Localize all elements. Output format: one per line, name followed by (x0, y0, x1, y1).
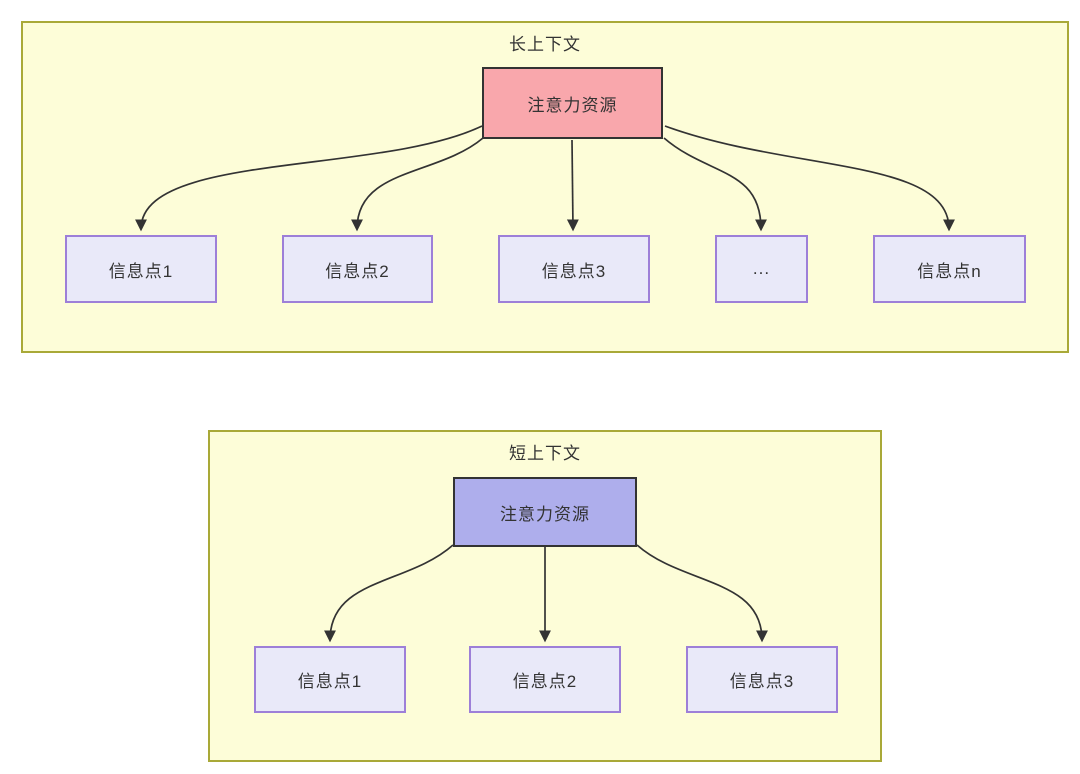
long-info-label-1: 信息点1 (108, 261, 174, 281)
long-info-node-2: 信息点2 (282, 235, 433, 303)
short-info-node-2: 信息点2 (469, 646, 621, 713)
short-info-node-3: 信息点3 (686, 646, 838, 713)
short-info-label-2: 信息点2 (512, 672, 578, 691)
long-info-label-ellipsis: ... (752, 259, 771, 278)
long-info-label-3: 信息点3 (541, 261, 607, 281)
long-info-label-2: 信息点2 (325, 261, 390, 281)
short-info-node-1: 信息点1 (254, 646, 406, 713)
long-info-node-1: 信息点1 (65, 235, 217, 303)
short-context-title: 短上下文 (509, 444, 581, 463)
long-attention-label: 注意力资源 (527, 95, 618, 115)
short-info-label-1: 信息点1 (297, 672, 363, 691)
short-attention-node: 注意力资源 (453, 477, 637, 547)
long-context-title: 长上下文 (509, 35, 581, 54)
short-info-label-3: 信息点3 (729, 672, 795, 691)
long-info-node-ellipsis: ... (715, 235, 808, 303)
long-info-node-3: 信息点3 (498, 235, 650, 303)
long-info-label-n: 信息点n (917, 261, 982, 281)
long-attention-node: 注意力资源 (482, 67, 663, 139)
long-info-node-n: 信息点n (873, 235, 1026, 303)
short-attention-label: 注意力资源 (500, 504, 590, 524)
